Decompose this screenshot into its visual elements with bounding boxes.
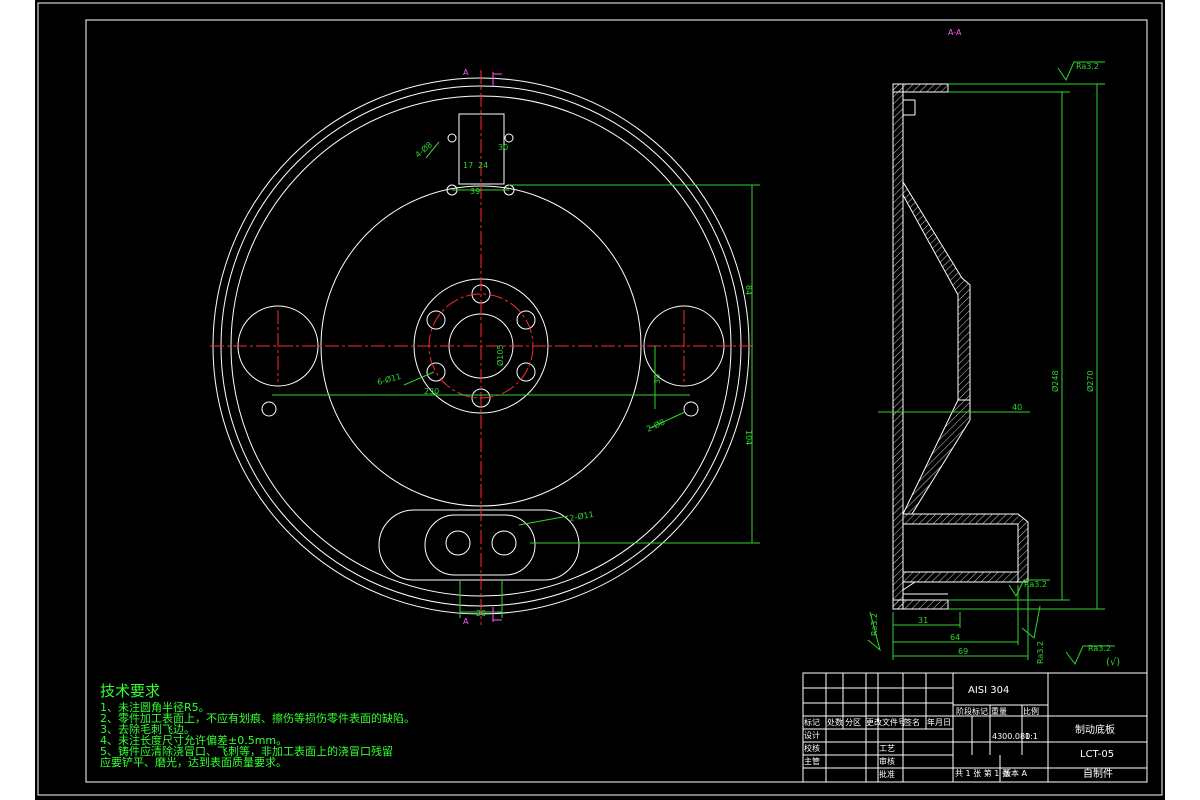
chief-label: 主管 <box>804 756 820 766</box>
category-text: 自制件 <box>1083 767 1113 780</box>
rim-wall <box>892 83 904 610</box>
roughness-symbol <box>1065 645 1115 665</box>
tech-line: 2、零件加工表面上，不应有划痕、擦伤等损伤零件表面的缺陷。 <box>100 711 415 725</box>
outer-frame <box>37 2 1163 796</box>
top-bracket <box>458 113 505 185</box>
dim-text: 24 <box>478 161 488 170</box>
small-hole <box>683 401 699 417</box>
roughness-symbol <box>867 611 881 652</box>
hatched-web-lower <box>902 399 971 515</box>
roughness-general-mark: (√) <box>1106 657 1120 668</box>
roughness-symbol <box>1008 579 1050 598</box>
section-outlines <box>902 99 948 595</box>
drawing-background <box>35 0 1165 800</box>
material-text: AISI 304 <box>968 685 1009 696</box>
roughness-text: Ra3.2 <box>1024 580 1047 589</box>
hub-hole <box>426 310 446 330</box>
dim-text: 104 <box>744 430 753 445</box>
tech-line: 4、未注长度尺寸允许偏差±0.5mm。 <box>100 733 287 747</box>
title-block <box>802 672 1148 783</box>
section-marks <box>492 72 502 622</box>
roughness-text: Ra3.2 <box>1076 62 1099 71</box>
check-label: 校核 <box>804 743 820 753</box>
section-dim-texts: Ø248 Ø270 40 31 64 69 Ra3.2 Ra3.2 Ra3.2 … <box>870 62 1120 668</box>
bracket-hole <box>447 133 457 143</box>
dim-text: 40 <box>1012 403 1022 412</box>
stage-label: 阶段标记 <box>956 706 988 716</box>
hub-hole <box>426 362 446 382</box>
tech-line: 应要铲平、磨光，达到表面质量要求。 <box>100 755 287 769</box>
leader-line <box>403 371 435 386</box>
dim-text: 30 <box>653 374 662 384</box>
front-dimensions <box>272 141 760 618</box>
scale-value: 1:1 <box>1025 732 1038 741</box>
leader-line <box>518 515 569 526</box>
date-label: 年月日 <box>927 717 951 727</box>
tech-line: 1、未注圆角半径R5。 <box>100 700 210 714</box>
mark-label: 标记 <box>804 717 820 727</box>
bracket-hole <box>504 133 514 143</box>
hatched-boss-bottom <box>902 571 1019 583</box>
sheets-text: 共 1 张 第 1 张 <box>955 768 1010 778</box>
section-view <box>892 83 1029 610</box>
design-label: 设计 <box>804 730 820 740</box>
slot-hole <box>491 530 517 556</box>
section-texts: A-A A A <box>463 28 962 626</box>
small-hole <box>261 401 277 417</box>
dim-text: 20 <box>476 609 486 618</box>
roughness-text: Ra3.2 <box>1088 644 1111 653</box>
front-centerlines <box>210 70 755 625</box>
cut-label-top: A <box>463 68 469 77</box>
version-text: 版本 A <box>1003 768 1028 778</box>
slot-outer <box>378 509 580 581</box>
zone-label: 分区 <box>845 718 861 727</box>
count-label: 处数 <box>827 717 843 727</box>
change-no-label: 更改文件号 <box>866 717 906 727</box>
inner-frame <box>85 19 1148 783</box>
weight-label: 重量 <box>991 706 1007 716</box>
scale-label: 比例 <box>1023 706 1039 716</box>
dim-text: 17 <box>463 161 473 170</box>
section-view-label: A-A <box>948 28 962 37</box>
roughness-symbol <box>1021 605 1041 639</box>
slot-hole <box>445 530 471 556</box>
roughness-text: Ra3.2 <box>870 613 879 636</box>
roughness-text: Ra3.2 <box>1036 641 1045 664</box>
dim-text: 2-Ø11 <box>569 509 595 523</box>
dim-text: 30 <box>498 143 508 152</box>
drawing-no-text: LCT-05 <box>1080 749 1114 760</box>
hub-hole <box>516 362 536 382</box>
approve-label: 批准 <box>879 769 895 779</box>
slot-inner <box>424 514 536 576</box>
review-label: 审核 <box>879 756 895 766</box>
title-block-frame <box>802 672 1148 783</box>
roughness-symbol <box>1057 61 1105 82</box>
leader-line <box>649 411 686 429</box>
pcd-circle <box>428 293 534 399</box>
tech-line: 5、铸件应清除浇冒口、飞刺等，非加工表面上的浇冒口残留 <box>100 744 393 758</box>
dim-text: 31 <box>918 616 928 625</box>
cut-label-bottom: A <box>463 617 469 626</box>
dim-text: 39 <box>470 187 480 196</box>
section-dimensions <box>867 61 1115 665</box>
tech-title: 技术要求 <box>100 682 160 700</box>
dim-text: Ø105 <box>495 344 505 366</box>
dim-text: 84 <box>744 285 753 295</box>
hub-hole <box>516 310 536 330</box>
title-block-texts: AISI 304 制动底板 LCT-05 自制件 标记 处数 分区 更改文件号 … <box>804 685 1115 780</box>
tech-line: 3、去除毛刺飞边。 <box>100 722 195 736</box>
dim-text: Ø248 <box>1050 370 1060 392</box>
weight-value: 4300.080 <box>992 732 1030 741</box>
outline <box>902 581 916 591</box>
leader-line <box>425 141 440 159</box>
sign-label: 签名 <box>904 717 920 727</box>
dim-text: Ø270 <box>1085 370 1095 392</box>
part-name-text: 制动底板 <box>1075 723 1115 736</box>
tech-requirements: 技术要求 1、未注圆角半径R5。 2、零件加工表面上，不应有划痕、擦伤等损伤零件… <box>100 682 415 769</box>
process-label: 工艺 <box>879 744 895 753</box>
dim-text: 64 <box>950 633 960 642</box>
dim-text: 230 <box>424 387 439 396</box>
dim-text: 69 <box>958 647 968 656</box>
